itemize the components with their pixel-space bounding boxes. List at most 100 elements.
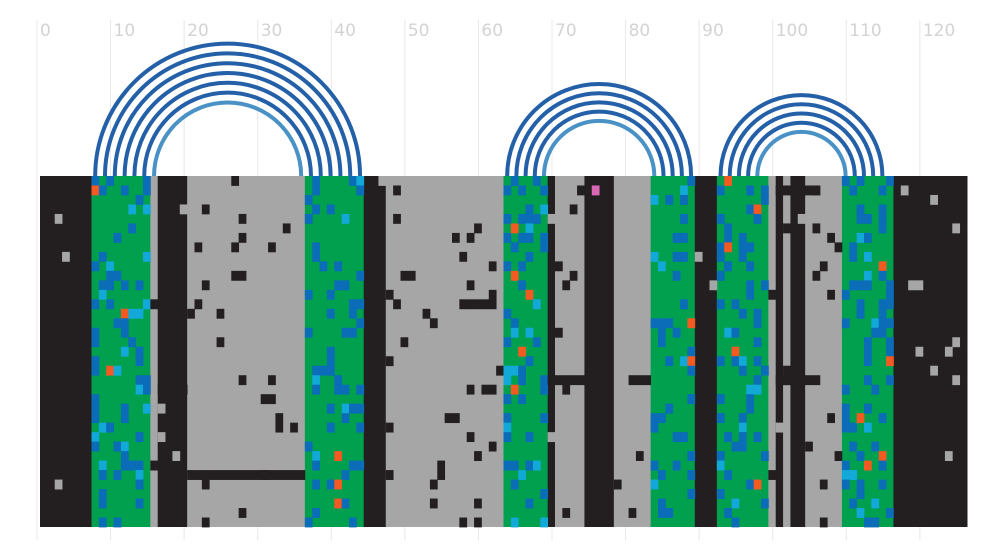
gap-cell [577,185,585,196]
variant-cell [349,327,357,338]
variant-cell [525,460,534,471]
variant-cell [518,280,526,291]
gap-cell [385,422,394,433]
variant-cell [356,460,365,471]
gap-cell [952,337,961,348]
gap-cell [452,413,460,424]
variant-cell [540,232,549,243]
variant-cell [128,204,137,215]
gap-cell [393,299,401,310]
variant-cell [716,299,725,310]
variant-cell [113,365,122,376]
gap-cell [466,432,475,443]
gap-cell [577,375,585,386]
variant-cell [680,185,688,196]
variant-cell [856,213,865,224]
variant-cell [731,346,740,357]
variant-cell [871,384,880,395]
variant-cell [503,232,512,243]
base-pair-arc [532,109,666,177]
variant-cell [672,232,681,243]
variant-cell [658,498,666,509]
variant-cell [91,299,100,310]
gap-cell [783,365,791,376]
gap-cell [944,451,953,461]
gap-cell [54,213,63,224]
gap-cell [474,223,482,234]
matrix-column [790,176,806,527]
variant-cell [878,270,887,281]
variant-cell [525,327,534,338]
variant-cell [518,346,526,357]
gap-cell [797,375,806,386]
variant-cell [738,422,747,433]
variant-cell [326,479,335,490]
gap-cell [238,375,247,386]
variant-cell [724,223,732,234]
variant-cell [753,213,762,224]
variant-cell [672,460,681,471]
gap-cell [915,280,924,291]
variant-cell [738,356,747,367]
variant-cell [518,375,526,386]
variant-cell [143,251,151,262]
gap-cell [150,460,159,471]
tick-label: 100 [776,21,808,41]
variant-cell [326,365,335,376]
variant-cell [680,251,688,262]
variant-cell [525,251,534,262]
variant-cell [886,318,894,329]
variant-cell [525,432,534,443]
variant-cell [106,299,114,310]
variant-cell [525,213,534,224]
variant-cell [841,479,850,490]
gap-cell [275,422,284,433]
variant-cell [878,460,887,471]
gap-cell [459,251,468,262]
variant-cell [871,441,880,452]
variant-cell [532,213,541,224]
variant-cell [746,185,755,196]
gap-cell [216,470,225,480]
variant-cell [687,346,696,357]
variant-cell [98,517,107,528]
gap-cell [555,327,563,338]
variant-cell [680,194,688,205]
variant-cell [518,213,526,224]
gap-cell [201,204,210,215]
variant-cell [849,498,858,509]
tick-label: 0 [40,21,51,41]
variant-cell [540,517,549,528]
variant-cell [878,299,887,310]
tick-label: 10 [114,21,136,41]
gap-cell [547,213,556,224]
variant-cell [878,213,887,224]
variant-cell [878,308,887,319]
variant-cell [864,422,872,433]
matrix-column [893,176,968,527]
variant-cell [334,261,343,272]
variant-cell [120,185,129,196]
variant-cell [143,204,151,215]
variant-cell [334,451,343,461]
gap-cell [238,470,247,480]
variant-cell [503,337,512,348]
variant-cell [334,498,343,509]
gap-cell [275,470,284,480]
variant-cell [871,318,880,329]
variant-cell [716,356,725,367]
variant-cell [687,489,696,499]
variant-cell [91,441,100,452]
tick-label: 90 [702,21,724,41]
gap-cell [231,242,240,253]
gap-cell [628,375,637,386]
gap-cell [768,289,777,300]
variant-cell [356,403,365,414]
variant-cell [525,289,534,300]
variant-cell [841,289,850,300]
variant-cell [349,460,357,471]
variant-cell [864,346,872,357]
variant-cell [849,280,858,291]
variant-cell [731,327,740,338]
variant-cell [312,251,320,262]
